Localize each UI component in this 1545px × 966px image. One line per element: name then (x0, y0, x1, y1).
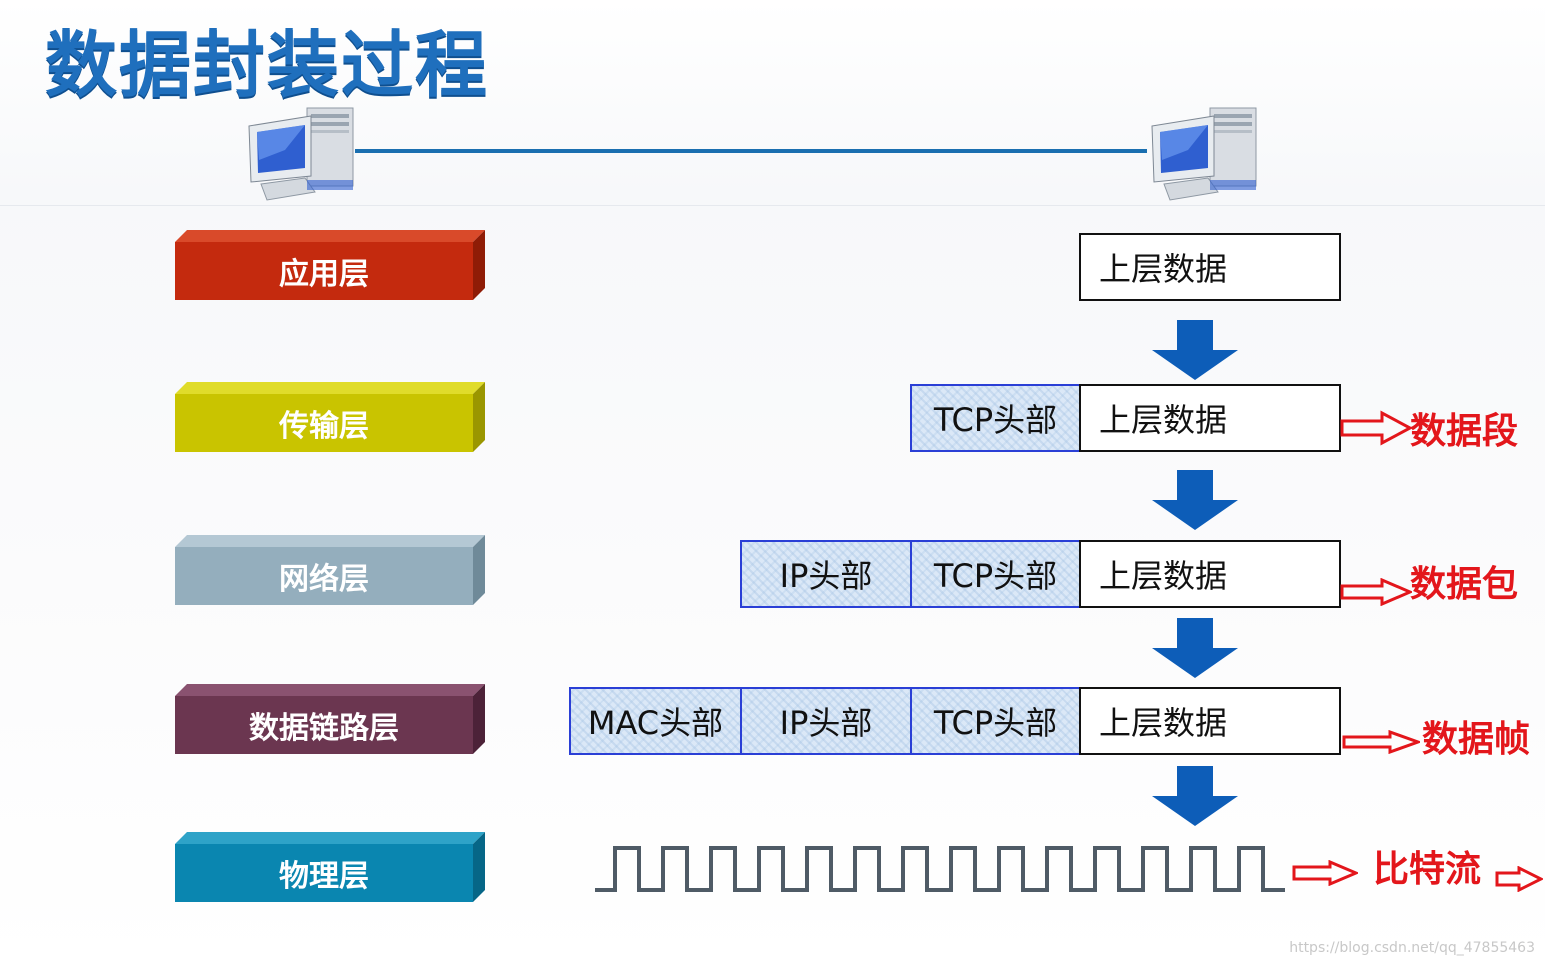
layer-label: 网络层 (175, 547, 473, 605)
tcp-header-box: TCP头部 (910, 687, 1081, 755)
upper-data-box: 上层数据 (1079, 687, 1341, 755)
unit-label-frame: 数据帧 (1422, 719, 1531, 760)
down-arrow-icon (1152, 320, 1238, 380)
unit-label-packet: 数据包 (1410, 564, 1519, 605)
red-arrow-icon (1342, 730, 1420, 754)
layer-label: 物理层 (175, 844, 473, 902)
layer-side-face (473, 684, 485, 754)
layer-top-face (175, 832, 485, 844)
layer-side-face (473, 382, 485, 452)
tcp-header-box: TCP头部 (910, 540, 1081, 608)
page-title: 数据封装过程 (45, 23, 490, 107)
red-arrow-icon (1495, 866, 1543, 892)
layer-label: 数据链路层 (175, 696, 473, 754)
computer-icon (248, 107, 354, 201)
down-arrow-icon (1152, 618, 1238, 678)
bit-stream-signal (595, 846, 1285, 892)
down-arrow-icon (1152, 470, 1238, 530)
unit-label-bitstream: 比特流 (1373, 849, 1482, 890)
network-link-line (355, 149, 1147, 153)
layer-top-face (175, 535, 485, 547)
tcp-header-box: TCP头部 (910, 384, 1081, 452)
red-arrow-icon (1340, 578, 1412, 606)
layer-side-face (473, 535, 485, 605)
layer-network: 网络层 (175, 535, 473, 605)
upper-data-box: 上层数据 (1079, 384, 1341, 452)
layer-datalink: 数据链路层 (175, 684, 473, 754)
mac-header-box: MAC头部 (569, 687, 742, 755)
layer-top-face (175, 382, 485, 394)
down-arrow-icon (1152, 766, 1238, 826)
layer-side-face (473, 832, 485, 902)
layer-physical: 物理层 (175, 832, 473, 902)
layer-transport: 传输层 (175, 382, 473, 452)
ip-header-box: IP头部 (740, 687, 912, 755)
layer-application: 应用层 (175, 230, 473, 300)
red-arrow-icon (1292, 860, 1358, 886)
layer-top-face (175, 230, 485, 242)
layer-top-face (175, 684, 485, 696)
red-arrow-icon (1340, 410, 1412, 446)
unit-label-segment: 数据段 (1410, 411, 1519, 452)
watermark: https://blog.csdn.net/qq_47855463 (1289, 940, 1535, 956)
layer-side-face (473, 230, 485, 300)
upper-data-box: 上层数据 (1079, 233, 1341, 301)
computer-icon (1151, 107, 1257, 201)
title-divider (0, 205, 1545, 206)
layer-label: 应用层 (175, 242, 473, 300)
upper-data-box: 上层数据 (1079, 540, 1341, 608)
ip-header-box: IP头部 (740, 540, 912, 608)
layer-label: 传输层 (175, 394, 473, 452)
